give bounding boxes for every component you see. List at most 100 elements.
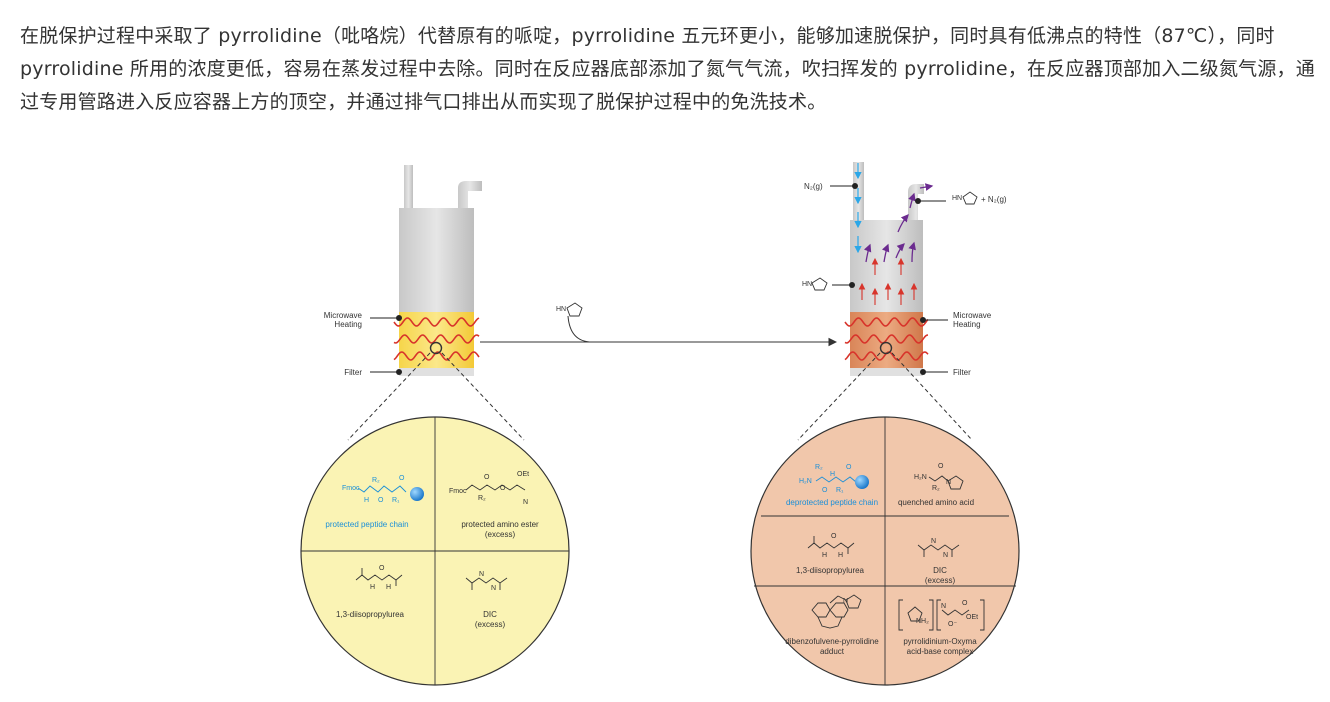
svg-text:HN: HN <box>556 306 566 313</box>
left-q2-label: protected amino ester <box>461 520 539 529</box>
svg-text:H: H <box>370 584 375 591</box>
svg-text:N: N <box>941 603 946 610</box>
left-q4-label: DIC <box>483 610 497 619</box>
svg-text:N: N <box>479 571 484 578</box>
protected-peptide-structure: Fmoc R₂ O H O R₁ <box>342 475 424 504</box>
right-filter <box>850 368 923 376</box>
svg-text:N: N <box>946 479 951 486</box>
left-vessel-body <box>399 208 474 313</box>
svg-text:HN: HN <box>802 281 812 288</box>
svg-text:O: O <box>831 533 837 540</box>
right-q4-label-2: (excess) <box>925 576 956 585</box>
left-zoom-circle: Fmoc R₂ O H O R₁ protected peptide chain… <box>300 416 570 686</box>
left-vessel: Microwave Heating Filter <box>324 165 482 377</box>
svg-text:O: O <box>379 565 385 572</box>
n2-inlet-label: N₂(g) <box>804 182 823 191</box>
right-zoom-circle: H₂N R₂ O O R₁ H deprotected peptide chai… <box>750 416 1020 686</box>
svg-text:H: H <box>822 552 827 559</box>
right-microwave-label: Microwave <box>953 311 992 320</box>
svg-text:O: O <box>938 463 944 470</box>
svg-text:H: H <box>386 584 391 591</box>
right-microwave-label-2: Heating <box>953 320 981 329</box>
right-q1-label: deprotected peptide chain <box>786 498 878 507</box>
microwave-wave <box>844 334 929 344</box>
svg-text:R₂: R₂ <box>932 485 940 492</box>
exhaust-label: + N₂(g) <box>981 195 1007 204</box>
svg-text:H₂N: H₂N <box>799 478 812 485</box>
svg-text:Fmoc: Fmoc <box>449 488 467 495</box>
svg-text:O: O <box>399 475 405 482</box>
right-q5-label: dibenzofulvene-pyrrolidine <box>785 637 879 646</box>
exhaust-flow-arrows <box>863 183 934 263</box>
left-q2-label-2: (excess) <box>485 530 516 539</box>
svg-text:H: H <box>830 471 835 478</box>
right-filter-label: Filter <box>953 368 971 377</box>
left-zoom-line-1 <box>347 352 431 441</box>
process-arrow: HN <box>480 302 838 347</box>
left-q4-label-2: (excess) <box>475 620 506 629</box>
left-q3-label: 1,3-diisopropylurea <box>336 610 405 619</box>
svg-text:H: H <box>838 552 843 559</box>
svg-text:N: N <box>523 499 528 506</box>
left-microwave-waves <box>393 317 480 361</box>
right-vessel: N₂(g) HN + N₂(g) HN Microwave Heating Fi… <box>802 162 1007 377</box>
svg-text:N: N <box>843 598 848 605</box>
left-microwave-label-2: Heating <box>334 320 362 329</box>
left-inlet-pipe <box>404 165 413 210</box>
left-urea-structure: O H H <box>355 565 403 591</box>
svg-text:R₁: R₁ <box>836 487 844 494</box>
svg-text:R₂: R₂ <box>372 477 380 484</box>
dibenzofulvene-adduct-structure: N <box>811 594 862 629</box>
svg-text:R₂: R₂ <box>815 464 823 471</box>
right-q5-label-2: adduct <box>820 647 845 656</box>
svg-text:H: H <box>364 497 369 504</box>
left-q1-label: protected peptide chain <box>325 520 408 529</box>
deprotected-peptide-structure: H₂N R₂ O O R₁ H <box>799 464 869 494</box>
left-filter <box>399 368 474 376</box>
svg-text:N: N <box>491 585 496 592</box>
left-microwave-label: Microwave <box>324 311 363 320</box>
right-zoom-line-1 <box>797 352 881 441</box>
svg-text:OEt: OEt <box>966 614 978 621</box>
resin-bead-icon-2 <box>855 475 869 489</box>
microwave-wave <box>393 317 480 327</box>
right-q2-label: quenched amino acid <box>898 498 974 507</box>
pyrrolidine-side-icon <box>811 277 828 291</box>
svg-text:O: O <box>484 474 490 481</box>
right-q6-label: pyrrolidinium-Oxyma <box>903 637 977 646</box>
left-magnifier-icon <box>429 341 443 355</box>
svg-text:N: N <box>931 538 936 545</box>
protected-amino-ester-structure: Fmoc R₂ O O OEt N <box>449 471 529 506</box>
svg-text:R₂: R₂ <box>478 495 486 502</box>
left-zoom-line-2 <box>441 352 525 441</box>
right-q6-label-2: acid-base complex <box>907 647 974 656</box>
svg-text:O: O <box>822 487 828 494</box>
resin-bead-icon <box>410 487 424 501</box>
left-outlet-pipe <box>458 181 482 210</box>
svg-text:O⁻: O⁻ <box>948 621 957 628</box>
right-q3-label: 1,3-diisopropylurea <box>796 566 865 575</box>
svg-text:R₁: R₁ <box>392 497 400 504</box>
pyrrolidine-exhaust-icon <box>962 191 978 205</box>
svg-text:NH₂: NH₂ <box>916 618 929 625</box>
svg-text:O: O <box>500 485 506 492</box>
right-urea-structure: O H H <box>807 533 855 559</box>
left-dic-structure: N N <box>465 571 508 592</box>
svg-text:HN: HN <box>952 195 962 202</box>
svg-text:O: O <box>378 497 384 504</box>
svg-text:Fmoc: Fmoc <box>342 485 360 492</box>
pyrrolidinium-oxyma-structure: NH₂ N O⁻ O OEt <box>898 599 985 631</box>
pyrrolidine-ring-icon <box>947 475 964 490</box>
microwave-wave <box>844 317 929 327</box>
right-dic-structure: N N <box>917 538 960 559</box>
microwave-wave <box>393 351 480 361</box>
quenched-amino-acid-structure: H₂N R₂ O N <box>914 463 964 492</box>
svg-text:O: O <box>846 464 852 471</box>
heat-rise-arrows <box>858 257 918 305</box>
svg-text:OEt: OEt <box>517 471 529 478</box>
pyrrolidine-reagent-icon <box>566 302 583 317</box>
microwave-wave <box>393 334 480 344</box>
svg-text:O: O <box>962 600 968 607</box>
right-magnifier-icon <box>879 341 893 355</box>
